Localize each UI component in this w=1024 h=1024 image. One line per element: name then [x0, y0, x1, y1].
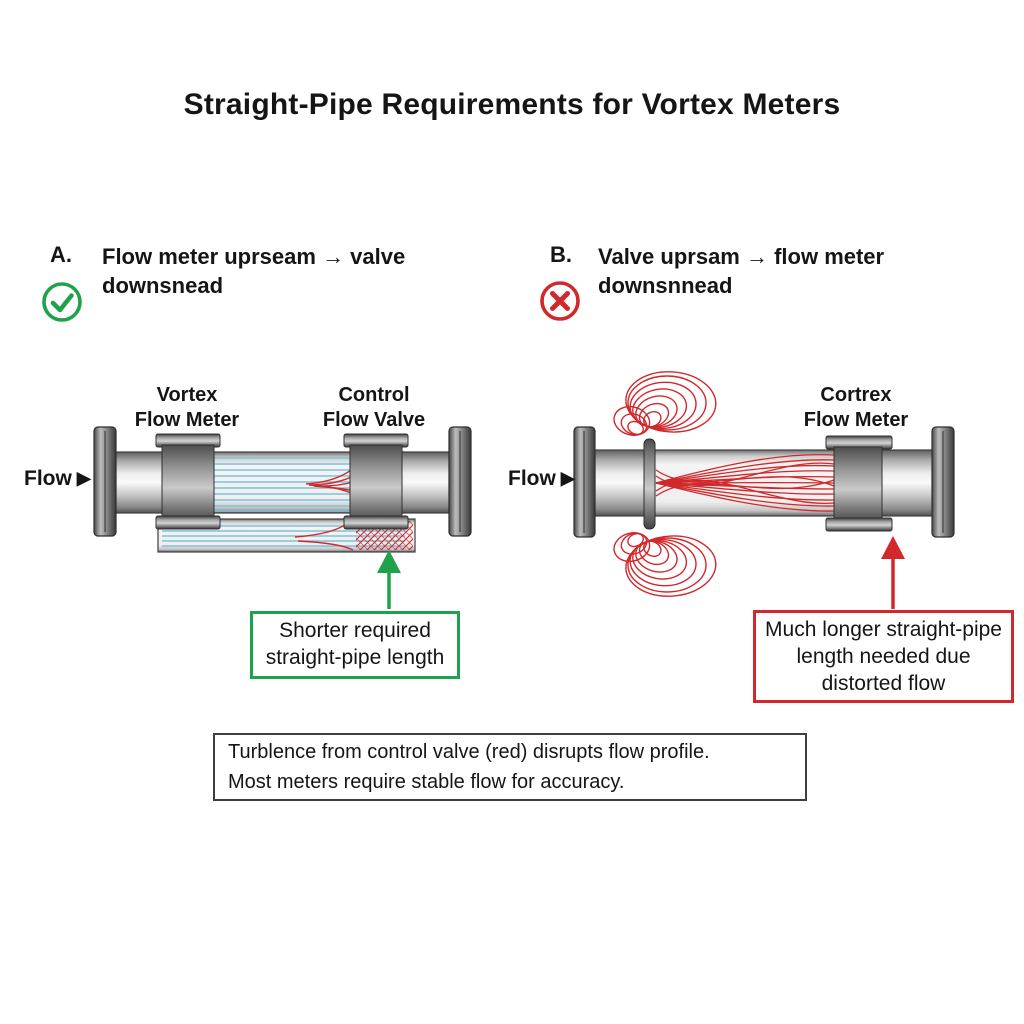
- vortex-loops-upper: [613, 371, 717, 436]
- section-a-heading-line1: Flow meter uprseam → valve: [102, 244, 406, 269]
- callout-longer-pipe-line1: Much longer straight-pipe: [765, 618, 1002, 641]
- x-circle-icon: [540, 281, 580, 321]
- control-valve-body: [343, 433, 409, 530]
- vortex-flow-meter-label: Vortex Flow Meter: [107, 383, 267, 433]
- section-a-letter: A.: [50, 242, 72, 267]
- diagram-a-pipe-assembly: [93, 426, 472, 609]
- red-arrow: [881, 536, 905, 609]
- footnote-box: Turblence from control valve (red) disru…: [213, 733, 807, 801]
- cortrex-flow-meter-label: Cortrex Flow Meter: [776, 383, 936, 433]
- control-flow-valve-label: Control Flow Valve: [294, 383, 454, 433]
- callout-shorter-pipe-line2: straight-pipe length: [265, 646, 445, 669]
- red-distorted-streamlines: [655, 454, 835, 512]
- vortex-flow-meter-body: [155, 433, 221, 530]
- callout-longer-pipe: Much longer straight-pipe length needed …: [753, 610, 1014, 703]
- diagram-b-end-flanges: [573, 426, 955, 538]
- vortex-loops-lower: [613, 532, 717, 597]
- diagram-a-end-flanges: [93, 426, 472, 537]
- green-arrow: [377, 550, 401, 609]
- control-flow-valve-label-line2: Flow Valve: [322, 409, 426, 431]
- section-a-heading: Flow meter uprseam → valve downsnead: [102, 242, 405, 300]
- vortex-flow-meter-label-line2: Flow Meter: [134, 409, 240, 431]
- callout-longer-pipe-line3: distorted flow: [821, 672, 946, 695]
- footnote-line1: Turblence from control valve (red) disru…: [228, 741, 710, 763]
- section-a-heading-line2: downsnead: [102, 273, 224, 298]
- flow-direction-icon: ▶: [560, 468, 575, 488]
- cortrex-flow-meter-label-line2: Flow Meter: [803, 409, 909, 431]
- upstream-valve-disc: [643, 438, 656, 530]
- page-title: Straight-Pipe Requirements for Vortex Me…: [183, 88, 841, 121]
- section-b-letter: B.: [550, 242, 572, 267]
- section-b-heading: Valve uprsam → flow meter downsnnead: [598, 242, 884, 300]
- flow-label-a: Flow▶: [24, 467, 91, 491]
- callout-shorter-pipe-line1: Shorter required: [279, 619, 431, 642]
- cortrex-flow-meter-label-line1: Cortrex: [820, 384, 892, 406]
- section-b-heading-line2: downsnnead: [598, 273, 733, 298]
- flow-label-b: Flow▶: [508, 467, 575, 491]
- callout-shorter-pipe: Shorter required straight-pipe length: [250, 611, 460, 679]
- check-circle-icon: [42, 282, 82, 322]
- vortex-flow-meter-label-line1: Vortex: [156, 384, 218, 406]
- flow-label-b-text: Flow: [508, 467, 556, 490]
- footnote-line2: Most meters require stable flow for accu…: [228, 771, 625, 793]
- callout-longer-pipe-line2: length needed due: [796, 645, 971, 668]
- control-flow-valve-label-line1: Control: [338, 384, 410, 406]
- flow-direction-icon: ▶: [76, 468, 91, 488]
- section-b-heading-line1: Valve uprsam → flow meter: [598, 244, 885, 269]
- flow-label-a-text: Flow: [24, 467, 72, 490]
- diagram-b-pipe-assembly: [573, 371, 955, 609]
- cortrex-flow-meter-body: [825, 435, 893, 532]
